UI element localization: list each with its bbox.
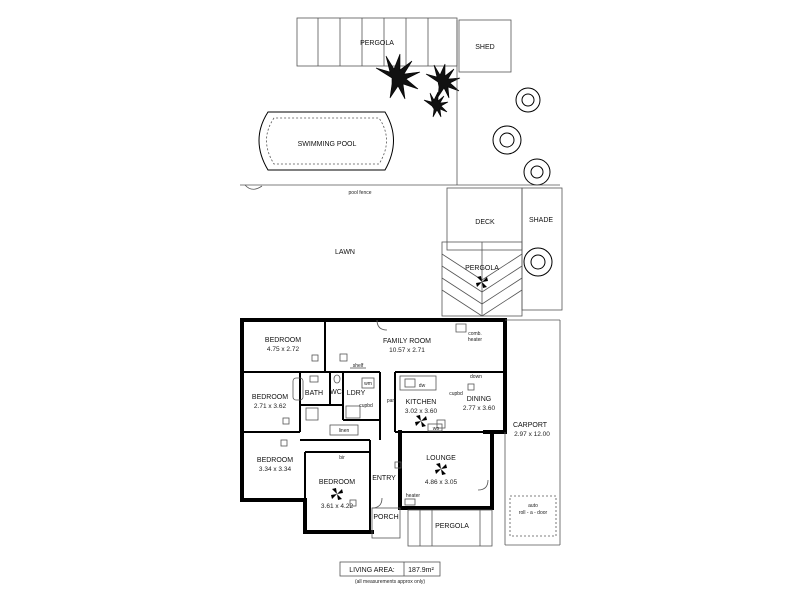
auto-door-label-1: auto bbox=[528, 503, 538, 509]
ceiling-fan-icon bbox=[331, 488, 343, 500]
bir-label: bir bbox=[339, 455, 345, 461]
shelf-label: shelf bbox=[353, 363, 364, 369]
shrub-icon bbox=[523, 247, 553, 277]
room-bedroom-1: BEDROOM 4.75 x 2.72 bbox=[265, 337, 319, 362]
room-bedroom-4: bir BEDROOM 3.61 x 4.22 bbox=[319, 455, 357, 510]
carport-dim: 2.97 x 12.00 bbox=[514, 431, 550, 438]
room-family-dim: 10.57 x 2.71 bbox=[389, 347, 425, 354]
auto-door-label-2: roll - a - door bbox=[519, 510, 548, 516]
pool-fence-label: pool fence bbox=[348, 190, 371, 196]
room-kitchen: dw pan KITCHEN 3.02 x 3.60 wo bbox=[387, 375, 446, 432]
room-wc-name: WC bbox=[330, 389, 342, 396]
room-dining-name: DINING bbox=[467, 396, 492, 403]
room-laundry-name: LDRY bbox=[347, 390, 366, 397]
shrub-icon bbox=[523, 158, 551, 186]
palm-tree-icon bbox=[375, 53, 421, 100]
comb-heater-label-1: comb. bbox=[468, 331, 482, 337]
wo-label: wo bbox=[433, 426, 440, 432]
room-bedroom-1-dim: 4.75 x 2.72 bbox=[267, 346, 300, 353]
room-lounge-name: LOUNGE bbox=[426, 455, 456, 462]
swimming-pool: SWIMMING POOL bbox=[258, 111, 394, 171]
measurement-note: (all measurements approx only) bbox=[355, 579, 425, 585]
pergola-bottom: PERGOLA bbox=[407, 509, 493, 547]
porch-label: PORCH bbox=[373, 514, 398, 521]
carport: CARPORT 2.97 x 12.00 auto roll - a - doo… bbox=[504, 319, 561, 546]
room-bedroom-3-dim: 3.34 x 3.34 bbox=[259, 466, 292, 473]
room-laundry: LDRY wm cupbd linen bbox=[305, 377, 375, 436]
cupboard-label: cupbd bbox=[359, 403, 373, 409]
room-wc: WC bbox=[330, 374, 342, 396]
carport-label: CARPORT bbox=[513, 422, 548, 429]
deck-label: DECK bbox=[475, 219, 495, 226]
room-dining-dim: 2.77 x 3.60 bbox=[463, 405, 496, 412]
shrub-icon bbox=[492, 125, 522, 155]
room-entry-name: ENTRY bbox=[372, 475, 396, 482]
palm-tree-icon bbox=[423, 91, 449, 118]
living-area-box: LIVING AREA: 187.9m² (all measurements a… bbox=[339, 561, 441, 585]
pergola-top: PERGOLA bbox=[296, 17, 458, 67]
linen-label: linen bbox=[339, 428, 350, 434]
heater-label: heater bbox=[406, 493, 421, 499]
shrub-icon bbox=[515, 87, 541, 113]
down-label: down bbox=[470, 374, 482, 380]
pergola-mid-label: PERGOLA bbox=[465, 265, 499, 272]
room-bedroom-3: BEDROOM 3.34 x 3.34 bbox=[257, 439, 293, 473]
swimming-pool-label: SWIMMING POOL bbox=[298, 141, 357, 148]
room-bedroom-2-name: BEDROOM bbox=[252, 394, 288, 401]
room-bath-name: BATH bbox=[305, 390, 323, 397]
pergola-mid: PERGOLA bbox=[441, 241, 523, 317]
room-kitchen-name: KITCHEN bbox=[406, 399, 437, 406]
wm-label: wm bbox=[364, 381, 372, 387]
dw-label: dw bbox=[419, 383, 426, 389]
comb-heater-label-2: heater bbox=[468, 337, 483, 343]
room-lounge: LOUNGE 4.86 x 3.05 heater bbox=[394, 455, 489, 506]
pantry-label: pan bbox=[387, 398, 396, 404]
pergola-top-label: PERGOLA bbox=[360, 40, 394, 47]
room-bedroom-4-dim: 3.61 x 4.22 bbox=[321, 503, 354, 510]
room-family-name: FAMILY ROOM bbox=[383, 338, 431, 345]
shed: SHED bbox=[458, 19, 512, 73]
room-kitchen-dim: 3.02 x 3.60 bbox=[405, 408, 438, 415]
lawn-label: LAWN bbox=[335, 249, 355, 256]
room-bedroom-4-name: BEDROOM bbox=[319, 479, 355, 486]
shed-label: SHED bbox=[475, 44, 494, 51]
room-lounge-dim: 4.86 x 3.05 bbox=[425, 479, 458, 486]
room-dining: cupbd DINING 2.77 x 3.60 bbox=[449, 383, 496, 412]
pool-fence: pool fence bbox=[240, 20, 560, 196]
house-walls bbox=[240, 318, 507, 534]
room-bedroom-2: BEDROOM 2.71 x 3.62 bbox=[252, 394, 290, 425]
ceiling-fan-icon bbox=[415, 415, 427, 427]
dining-cupbd-label: cupbd bbox=[449, 391, 463, 397]
deck: DECK bbox=[446, 187, 523, 251]
room-bath: BATH bbox=[292, 375, 323, 401]
room-family: FAMILY ROOM 10.57 x 2.71 comb. heater sh… bbox=[339, 319, 483, 380]
room-bedroom-3-name: BEDROOM bbox=[257, 457, 293, 464]
ceiling-fan-icon bbox=[435, 463, 447, 475]
living-area-label: LIVING AREA: bbox=[349, 567, 395, 574]
ceiling-fan-icon bbox=[476, 276, 488, 288]
palm-tree-icon bbox=[425, 63, 461, 99]
pergola-bottom-label: PERGOLA bbox=[435, 523, 469, 530]
shade-label: SHADE bbox=[529, 217, 553, 224]
room-bedroom-1-name: BEDROOM bbox=[265, 337, 301, 344]
porch: PORCH bbox=[371, 507, 401, 539]
living-area-value: 187.9m² bbox=[408, 567, 434, 574]
room-entry: ENTRY bbox=[371, 475, 396, 509]
room-bedroom-2-dim: 2.71 x 3.62 bbox=[254, 403, 287, 410]
